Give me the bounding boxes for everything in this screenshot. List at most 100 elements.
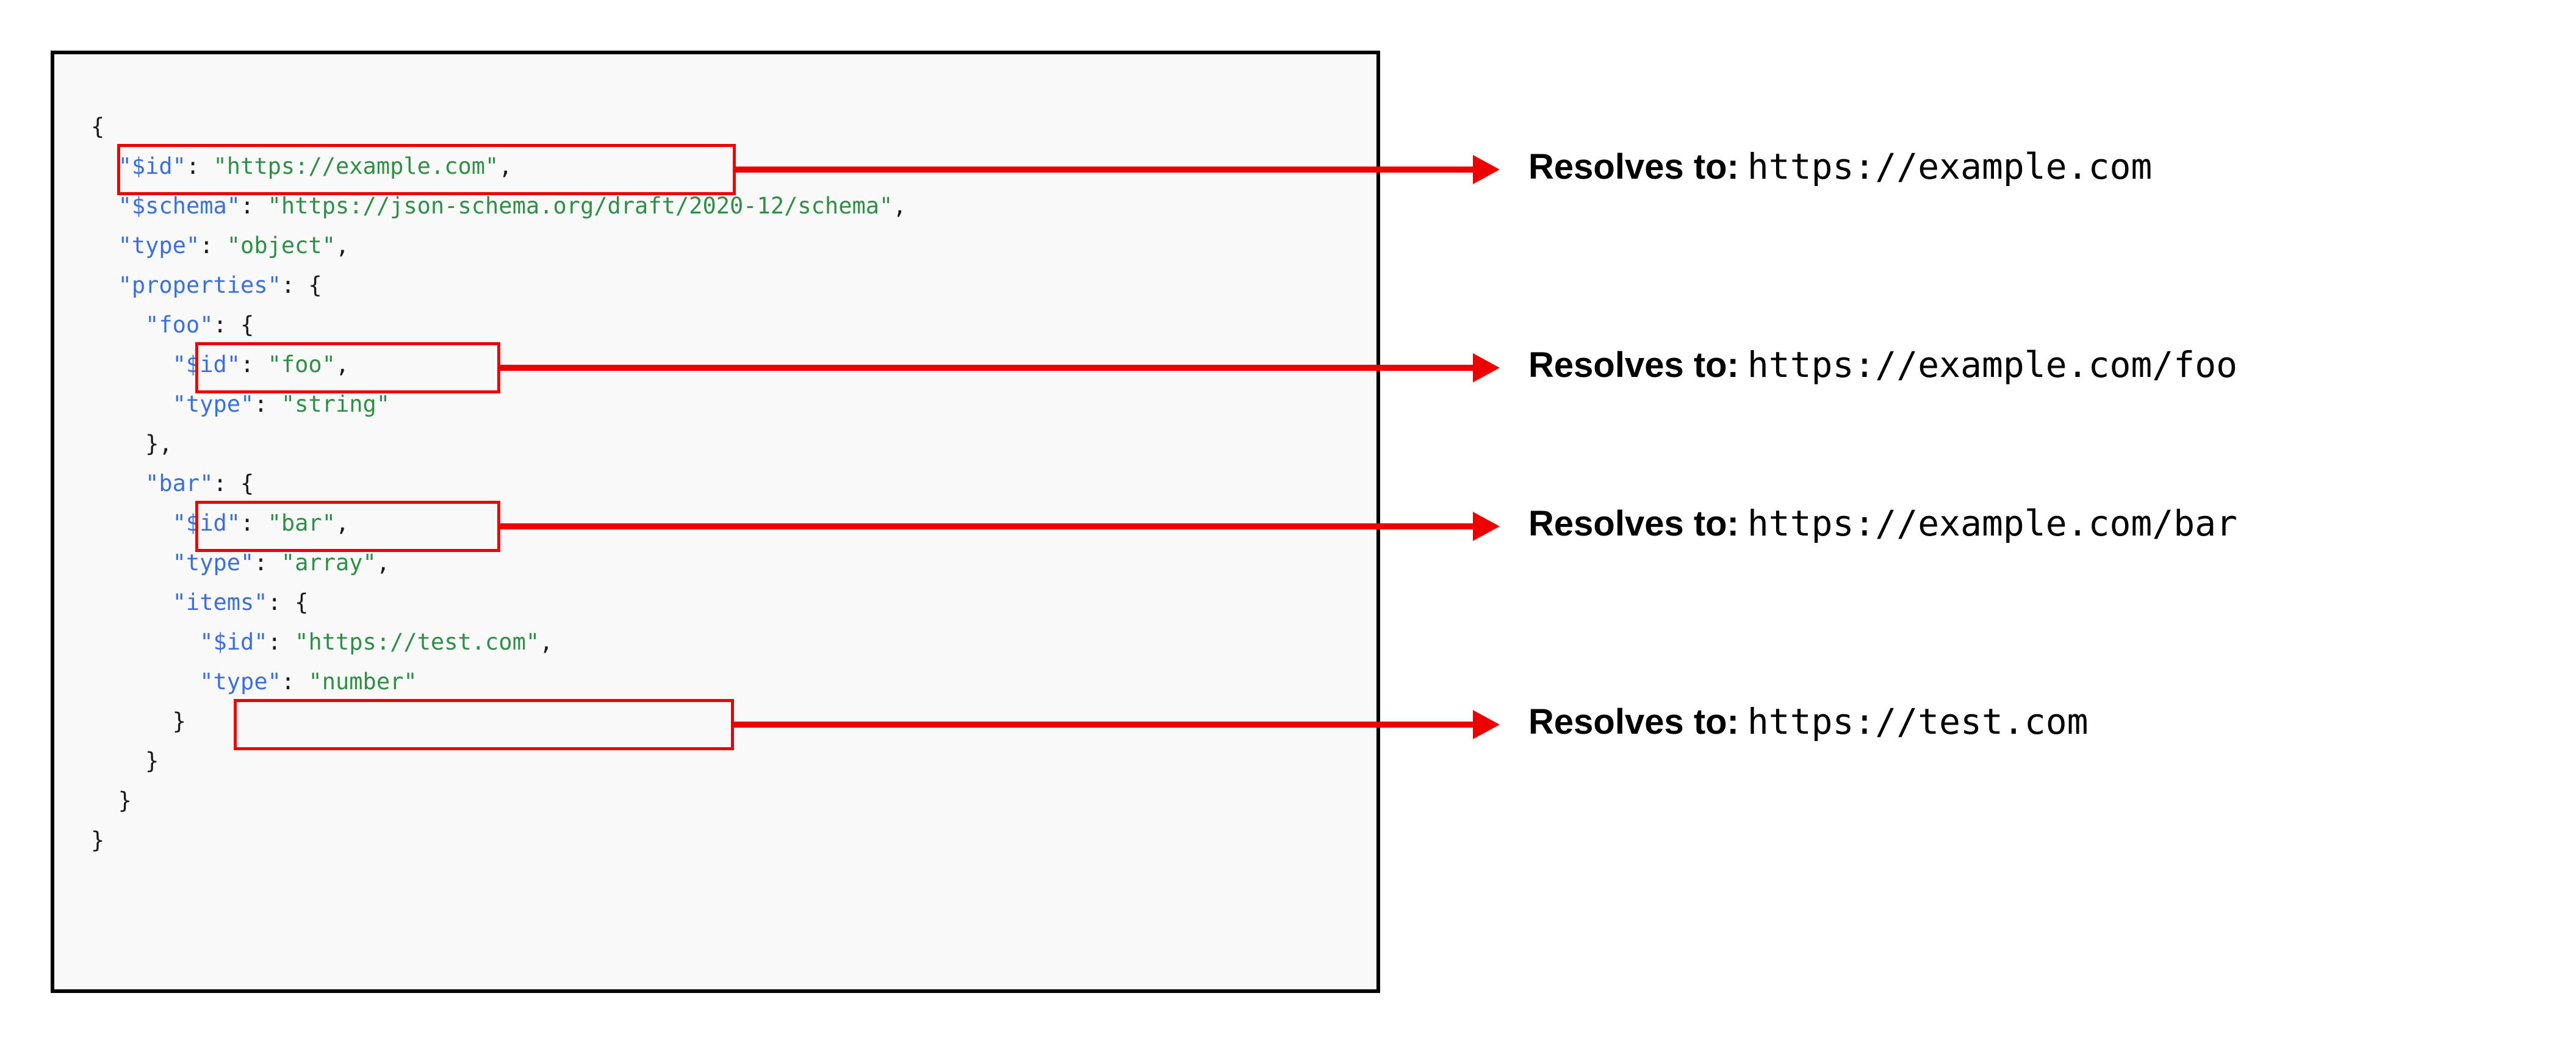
code-token-punct: :	[240, 510, 268, 536]
code-token-key: "items"	[172, 589, 268, 615]
code-line: "type": "number"	[91, 662, 907, 701]
code-line: "items": {	[91, 582, 907, 622]
code-listing: { "$id": "https://example.com", "$schema…	[91, 107, 907, 860]
code-line: {	[91, 107, 907, 146]
code-token-key: "bar"	[145, 470, 214, 496]
annotation-bar: Resolves to:https://example.com/bar	[1528, 506, 2237, 542]
arrow-head-icon	[1473, 353, 1500, 382]
code-line: "type": "object",	[91, 226, 907, 265]
code-token-str: "string"	[281, 391, 390, 417]
code-indent	[91, 787, 118, 814]
code-token-key: "foo"	[145, 312, 214, 338]
code-token-punct: :	[240, 351, 268, 378]
annotation-label: Resolves to:	[1528, 702, 1739, 742]
annotation-label: Resolves to:	[1528, 345, 1739, 385]
arrow-head-icon	[1473, 155, 1500, 184]
code-token-str: "number"	[308, 668, 417, 695]
code-token-punct: ,	[336, 510, 350, 536]
code-line: }	[91, 820, 907, 860]
code-line: }	[91, 741, 907, 781]
code-indent	[91, 312, 145, 338]
code-token-key: "$schema"	[118, 193, 241, 219]
code-token-str: "foo"	[267, 351, 336, 378]
annotation-items: Resolves to:https://test.com	[1528, 704, 2089, 740]
code-line: "type": "array",	[91, 543, 907, 582]
code-token-punct: ,	[893, 193, 907, 219]
code-indent	[91, 391, 173, 417]
code-token-punct: }	[172, 708, 186, 734]
code-indent	[91, 232, 118, 259]
annotation-root: Resolves to:https://example.com	[1528, 149, 2152, 185]
annotation-label: Resolves to:	[1528, 147, 1739, 187]
code-token-punct: }	[118, 787, 132, 814]
annotation-resolved-url: https://example.com	[1747, 146, 2153, 187]
code-indent	[91, 629, 200, 655]
code-indent	[91, 748, 145, 774]
code-token-key: "properties"	[118, 272, 281, 298]
code-token-punct: :	[240, 193, 268, 219]
code-indent	[91, 470, 145, 496]
code-token-key: "type"	[200, 668, 281, 695]
code-line: "bar": {	[91, 464, 907, 503]
code-token-punct: :	[185, 153, 214, 179]
annotation-resolved-url: https://example.com/bar	[1747, 503, 2238, 544]
code-token-punct: ,	[539, 629, 553, 655]
arrow-head-icon	[1473, 710, 1500, 739]
code-token-punct: :	[200, 232, 227, 259]
code-token-punct: ,	[376, 550, 390, 576]
code-token-str: "object"	[226, 232, 336, 259]
code-token-str: "bar"	[267, 510, 336, 536]
code-token-punct: }	[91, 827, 105, 853]
code-token-key: "type"	[172, 550, 254, 576]
code-token-punct: :	[267, 629, 295, 655]
json-schema-code-panel: { "$id": "https://example.com", "$schema…	[51, 51, 1380, 993]
code-token-punct: ,	[498, 153, 513, 179]
code-token-str: "https://json-schema.org/draft/2020-12/s…	[267, 193, 893, 219]
code-line: "$schema": "https://json-schema.org/draf…	[91, 186, 907, 226]
code-line: },	[91, 424, 907, 464]
code-token-punct: ,	[336, 232, 350, 259]
code-token-punct: : {	[267, 589, 309, 615]
code-indent	[91, 708, 173, 734]
code-line: "$id": "https://example.com",	[91, 146, 907, 186]
code-token-key: "$id"	[118, 153, 186, 179]
code-token-punct: {	[91, 113, 105, 140]
code-token-key: "type"	[118, 232, 200, 259]
code-indent	[91, 153, 118, 179]
code-token-punct: }	[145, 748, 159, 774]
code-line: "$id": "bar",	[91, 503, 907, 543]
code-line: "properties": {	[91, 265, 907, 305]
code-indent	[91, 193, 118, 219]
code-line: "$id": "foo",	[91, 345, 907, 384]
code-token-punct: : {	[281, 272, 322, 298]
code-indent	[91, 550, 173, 576]
code-token-key: "$id"	[172, 351, 241, 378]
code-line: }	[91, 701, 907, 741]
code-indent	[91, 510, 173, 536]
code-line: "$id": "https://test.com",	[91, 622, 907, 662]
code-token-key: "$id"	[172, 510, 241, 536]
annotation-foo: Resolves to:https://example.com/foo	[1528, 347, 2237, 383]
code-token-punct: : {	[213, 470, 254, 496]
code-indent	[91, 272, 118, 298]
code-token-punct: },	[145, 431, 173, 457]
code-token-punct: ,	[336, 351, 350, 378]
code-token-punct: :	[281, 668, 309, 695]
code-line: }	[91, 781, 907, 820]
code-indent	[91, 431, 145, 457]
code-line: "foo": {	[91, 305, 907, 345]
code-token-punct: :	[254, 550, 281, 576]
code-token-str: "array"	[281, 550, 376, 576]
code-indent	[91, 589, 173, 615]
code-token-key: "$id"	[200, 629, 268, 655]
arrow-head-icon	[1473, 512, 1500, 541]
code-token-punct: :	[254, 391, 281, 417]
code-token-punct: : {	[213, 312, 254, 338]
annotation-resolved-url: https://example.com/foo	[1747, 344, 2238, 385]
code-indent	[91, 668, 200, 695]
code-line: "type": "string"	[91, 384, 907, 424]
annotation-resolved-url: https://test.com	[1747, 701, 2089, 742]
code-token-str: "https://test.com"	[295, 629, 540, 655]
code-token-key: "type"	[172, 391, 254, 417]
annotation-label: Resolves to:	[1528, 504, 1739, 543]
